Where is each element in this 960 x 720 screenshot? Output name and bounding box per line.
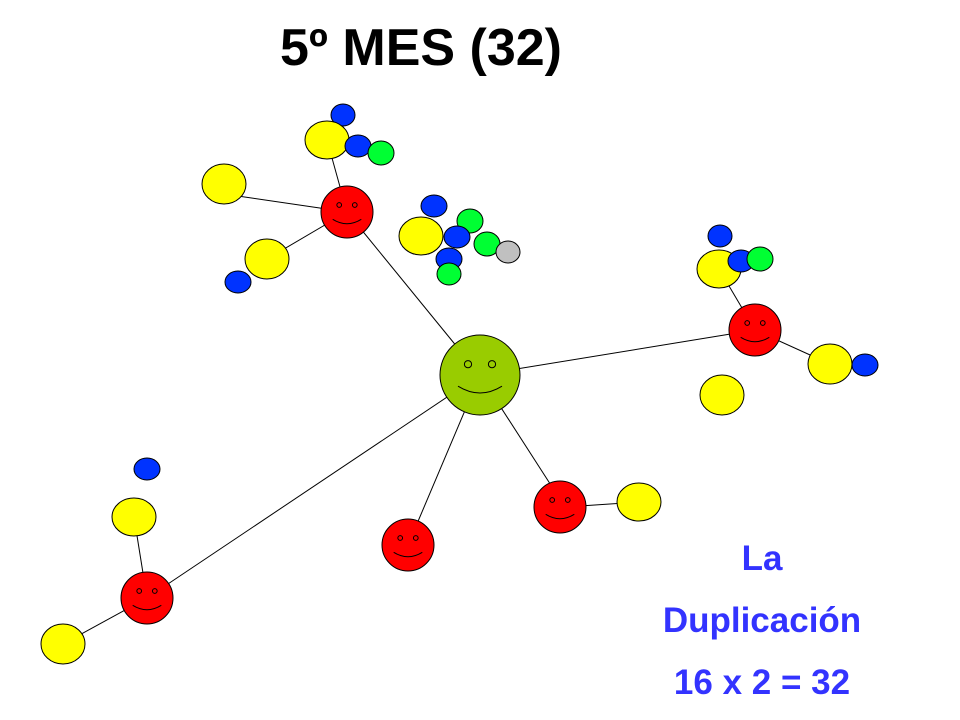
blue-node (224, 270, 252, 294)
yellow-node (616, 482, 662, 522)
eye-icon (759, 320, 766, 326)
center-smiley-node (439, 334, 521, 416)
eye-icon (744, 320, 751, 326)
caption-line-2: Duplicación (662, 601, 862, 640)
smile-icon (457, 385, 503, 394)
page-title: 5º MES (32) (280, 19, 562, 77)
caption-line-3: 16 x 2 = 32 (673, 663, 851, 702)
eye-icon (549, 497, 556, 503)
edge-center-red-bottomleft (146, 374, 481, 599)
yellow-node (244, 238, 290, 280)
yellow-node (111, 497, 157, 537)
yellow-node (40, 623, 86, 665)
blue-node (707, 224, 733, 248)
edge-center-red-right (479, 329, 756, 376)
green-node (367, 140, 395, 166)
green-node (746, 246, 774, 272)
eye-icon (336, 202, 343, 208)
smile-icon (545, 513, 575, 520)
red-smiley-node (728, 303, 782, 357)
red-smiley-node (533, 480, 587, 534)
blue-node (420, 194, 448, 218)
eye-icon (564, 497, 571, 503)
caption-block: La Duplicación 16 x 2 = 32 (612, 528, 912, 714)
yellow-node (304, 120, 350, 160)
caption-line-1: La (741, 539, 783, 578)
blue-node (851, 353, 879, 377)
red-smiley-node (381, 518, 435, 572)
blue-node (344, 134, 372, 158)
smile-icon (740, 336, 770, 343)
yellow-node (699, 374, 745, 416)
yellow-node (201, 163, 247, 205)
red-smiley-node (320, 185, 374, 239)
eye-icon (397, 535, 404, 541)
blue-node (443, 225, 471, 249)
node-group (40, 103, 879, 665)
yellow-node (398, 216, 444, 256)
eye-icon (351, 202, 358, 208)
eye-icon (412, 535, 419, 541)
eye-icon (136, 588, 143, 594)
yellow-node (807, 343, 853, 385)
gray-node (495, 240, 521, 264)
blue-node (133, 457, 161, 481)
smile-icon (332, 218, 362, 225)
eye-icon (463, 360, 473, 369)
smile-icon (132, 604, 162, 611)
green-node (436, 262, 462, 286)
eye-icon (151, 588, 158, 594)
blue-node (330, 103, 356, 127)
smile-icon (393, 551, 423, 558)
eye-icon (487, 360, 497, 369)
red-smiley-node (120, 571, 174, 625)
